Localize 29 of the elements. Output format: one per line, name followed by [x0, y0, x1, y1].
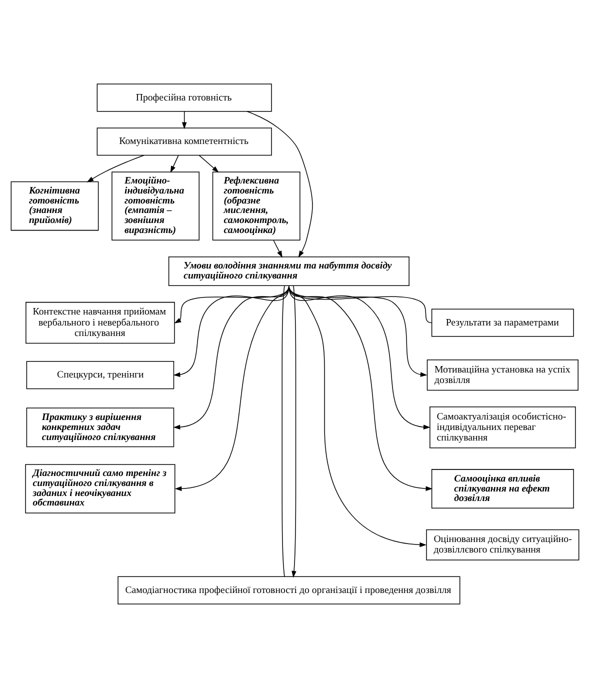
arrow [170, 154, 179, 172]
node-box: Діагностичний само тренінг з ситуаційного спілкування в заданих і неочікуваних обставинах [25, 464, 176, 513]
node-box: Когнітивна готовність (знання прийомів) [10, 180, 99, 230]
arrow [273, 240, 282, 258]
arrow [292, 285, 296, 578]
arrow [86, 154, 144, 182]
arrow [174, 284, 290, 491]
arrow [288, 284, 433, 490]
node-box: Мотиваційна установка на успіх дозвілля [426, 359, 578, 390]
node-box: Самоактуалізація особистісно-індивідуальних переваг спілкування [430, 406, 576, 448]
arrow [174, 284, 290, 323]
node-box: Практику з вирішення конкретних задач ситуаційного спілкування [26, 407, 174, 447]
node-box: Професійна готовність [96, 83, 272, 112]
node-box: Оцінювання досвіду ситуаційно-дозвіллєвого спілкування [426, 528, 580, 560]
arrow [288, 284, 427, 547]
node-box: Комунікативна компетентність [96, 127, 272, 156]
connector [282, 285, 285, 576]
arrow [173, 284, 290, 430]
arrow [182, 110, 187, 129]
node-box: Результати за параметрами [431, 308, 574, 336]
node-box: Контекстне навчання прийомам вербального і невербального спілкування [26, 301, 175, 344]
node-box: Спецкурси, тренінги [26, 360, 174, 389]
node-box: Самодіагностика професійної готовності до організації і проведення дозвілля [118, 576, 460, 604]
arrow [173, 284, 290, 376]
node-box: Самооцінка впливів спілкування на ефект дозвілля [431, 468, 574, 508]
arrow [198, 154, 219, 172]
node-box: Умови володіння знаннями та набуття досвіду ситуаційного спілкування [168, 256, 410, 286]
node-box: Рефлексивна готовність (образне мислення, самоконтроль, самооцінка) [212, 171, 300, 240]
node-box: Емоційно-індивідуальна готовність (емпатія – зовнішня виразність) [112, 171, 200, 240]
